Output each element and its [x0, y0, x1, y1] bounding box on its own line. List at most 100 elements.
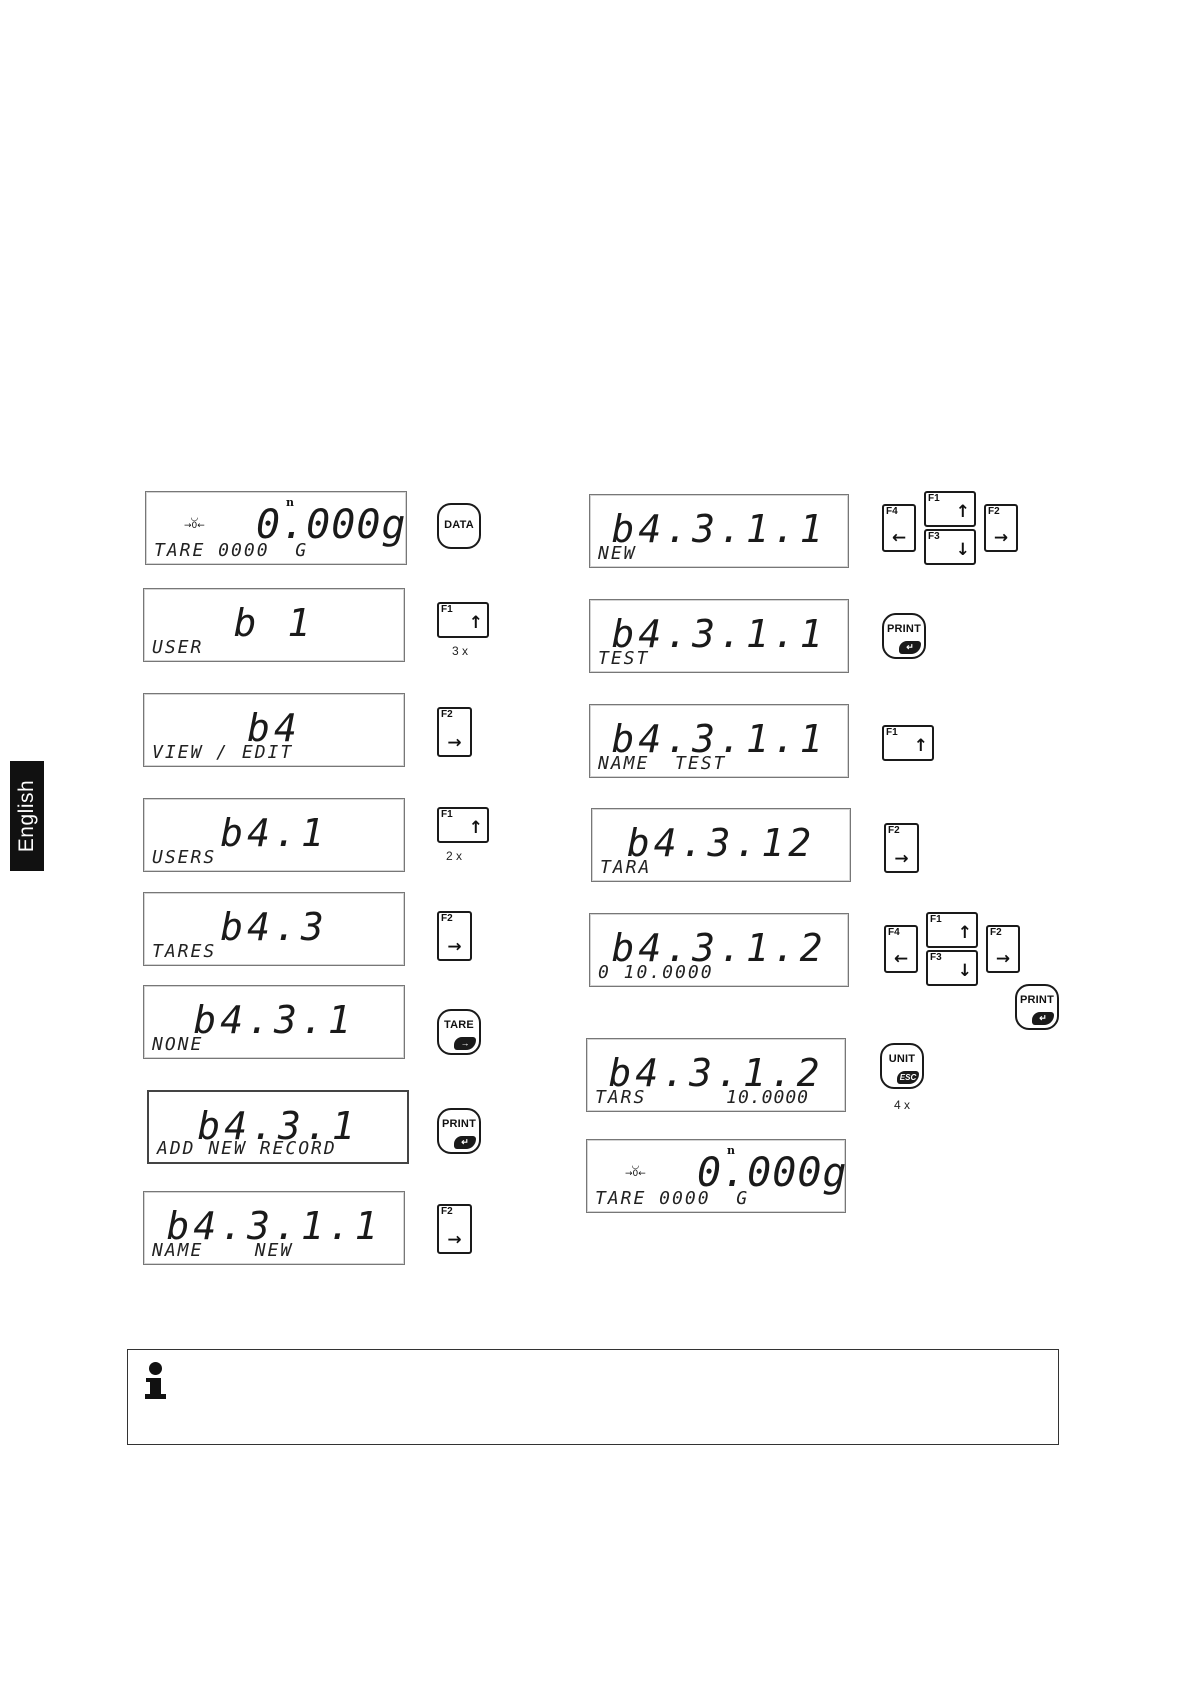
key-left-1[interactable]: DATA: [437, 503, 481, 549]
key-right-3-label: F1: [886, 727, 898, 738]
key-right-1-f3-key[interactable]: F3↓: [924, 529, 976, 565]
display-right-6-sub-value: 10.0000: [726, 1087, 809, 1108]
key-left-3-arrow-icon: →: [447, 733, 462, 753]
key-right-1-f4-key[interactable]: F4←: [882, 504, 916, 552]
display-right-3-main-value: b4.3.1.1: [611, 717, 827, 761]
display-right-4-main-value: b4.3.12: [626, 821, 816, 865]
key-left-2-label: F1: [441, 604, 453, 615]
display-right-7-main-value: 0.000g: [697, 1150, 848, 1196]
key-right-4-label: F2: [888, 825, 900, 836]
key-left-8-label: F2: [441, 1206, 453, 1217]
key-right-5-f2-key[interactable]: F2 →: [986, 925, 1020, 973]
language-tab: English: [10, 761, 44, 871]
key-left-3-label: F2: [441, 709, 453, 720]
key-left-2[interactable]: F1 ↑: [437, 602, 489, 638]
display-left-1-stable-icon: ◡→0←: [184, 513, 205, 531]
key-right-4-arrow-icon: →: [894, 849, 909, 869]
key-right-1-f2-key-arrow-icon: →: [993, 528, 1009, 548]
display-right-2-main-value: b4.3.1.1: [611, 612, 827, 656]
display-left-6-sub-text: NONE: [152, 1034, 204, 1055]
key-right-6[interactable]: UNIT ESC: [880, 1043, 924, 1089]
display-left-4-main-value: b4.1: [220, 811, 328, 855]
key-right-3-arrow-icon: ↑: [913, 736, 928, 756]
multiplier-left-2: 3 x: [452, 644, 469, 658]
key-right-5-f2-key-arrow-icon: →: [995, 949, 1011, 969]
key-left-2-arrow-icon: ↑: [468, 613, 483, 633]
display-left-7-sub-text: ADD NEW RECORD: [157, 1138, 337, 1159]
key-right-3[interactable]: F1 ↑: [882, 725, 934, 761]
key-left-8[interactable]: F2 →: [437, 1204, 472, 1254]
display-left-1-sub-text: TARE 0000 G: [154, 540, 309, 561]
key-left-4-label: F1: [441, 809, 453, 820]
display-left-8-main-value: b4.3.1.1: [166, 1204, 382, 1248]
key-left-5[interactable]: F2→: [437, 911, 472, 961]
key-right-5-f1-key-label: F1: [930, 914, 942, 925]
key-left-6[interactable]: TARE→: [437, 1009, 481, 1055]
display-left-5-sub-text: TARES: [152, 941, 217, 962]
display-left-4-sub-text: USERS: [152, 847, 217, 868]
display-right-7-n-indicator: n: [727, 1144, 735, 1157]
key-left-6-glyph-icon: →: [454, 1037, 476, 1050]
key-right-5-f4-key-arrow-icon: ←: [893, 949, 909, 969]
display-right-3-sub-text: NAME TEST: [598, 753, 727, 774]
key-right-4[interactable]: F2 →: [884, 823, 919, 873]
key-right-5-f3-key[interactable]: F3 ↓: [926, 950, 978, 986]
info-icon: [142, 1362, 168, 1402]
print-confirm-button-label: PRINT: [1020, 994, 1054, 1006]
key-left-4-arrow-icon: ↑: [468, 818, 483, 838]
key-left-7[interactable]: PRINT↵: [437, 1108, 481, 1154]
key-right-1-f2-key[interactable]: F2 →: [984, 504, 1018, 552]
key-right-1-f2-key-label: F2: [988, 506, 1000, 517]
display-right-6-sub-text: TARS: [595, 1087, 647, 1108]
display-right-2-sub-text: TEST: [598, 648, 650, 669]
key-left-7-label: PRINT: [442, 1118, 476, 1130]
key-right-5-f3-key-label: F3: [930, 952, 942, 963]
key-left-8-arrow-icon: →: [447, 1230, 462, 1250]
display-left-3-main-value: b4: [247, 706, 301, 750]
display-right-1-main-value: b4.3.1.1: [611, 507, 827, 551]
print-confirm-button-glyph-icon: ↵: [1032, 1012, 1054, 1025]
print-confirm-button[interactable]: PRINT ↵: [1015, 984, 1059, 1030]
display-right-5-main-value: b4.3.1.2: [611, 926, 827, 970]
key-right-1-f1-key-label: F1: [928, 493, 940, 504]
key-left-5-label: F2: [441, 913, 453, 924]
multiplier-left-4: 2 x: [446, 849, 463, 863]
display-left-1-main-value: 0.000g: [256, 502, 407, 548]
key-left-4[interactable]: F1 ↑: [437, 807, 489, 843]
key-right-6-label: UNIT: [888, 1053, 916, 1065]
key-right-1-f1-key[interactable]: F1↑: [924, 491, 976, 527]
key-right-5-f4-key-label: F4: [888, 927, 900, 938]
key-right-6-glyph-icon: ESC: [897, 1071, 919, 1084]
display-left-1-n-indicator: n: [286, 496, 294, 509]
key-right-5-f4-key[interactable]: F4 ←: [884, 925, 918, 973]
key-right-5-f3-key-arrow-icon: ↓: [957, 961, 972, 981]
key-right-1-f3-key-label: F3: [928, 531, 940, 542]
key-right-2[interactable]: PRINT↵: [882, 613, 926, 659]
display-left-8-sub-text: NAME NEW: [152, 1240, 294, 1261]
key-right-1-f4-key-label: F4: [886, 506, 898, 517]
key-left-3[interactable]: F2 →: [437, 707, 472, 757]
display-left-2-sub-text: USER: [152, 637, 204, 658]
info-note: [127, 1349, 1059, 1445]
display-right-1-sub-text: NEW: [598, 543, 637, 564]
display-right-6-main-value: b4.3.1.2: [608, 1051, 824, 1095]
display-right-7-sub-text: TARE 0000 G: [595, 1188, 750, 1209]
key-right-5-f2-key-label: F2: [990, 927, 1002, 938]
key-right-2-glyph-icon: ↵: [899, 641, 921, 654]
language-tab-label: English: [15, 779, 39, 853]
key-right-5-f1-key-arrow-icon: ↑: [957, 923, 972, 943]
key-right-5-f1-key[interactable]: F1 ↑: [926, 912, 978, 948]
